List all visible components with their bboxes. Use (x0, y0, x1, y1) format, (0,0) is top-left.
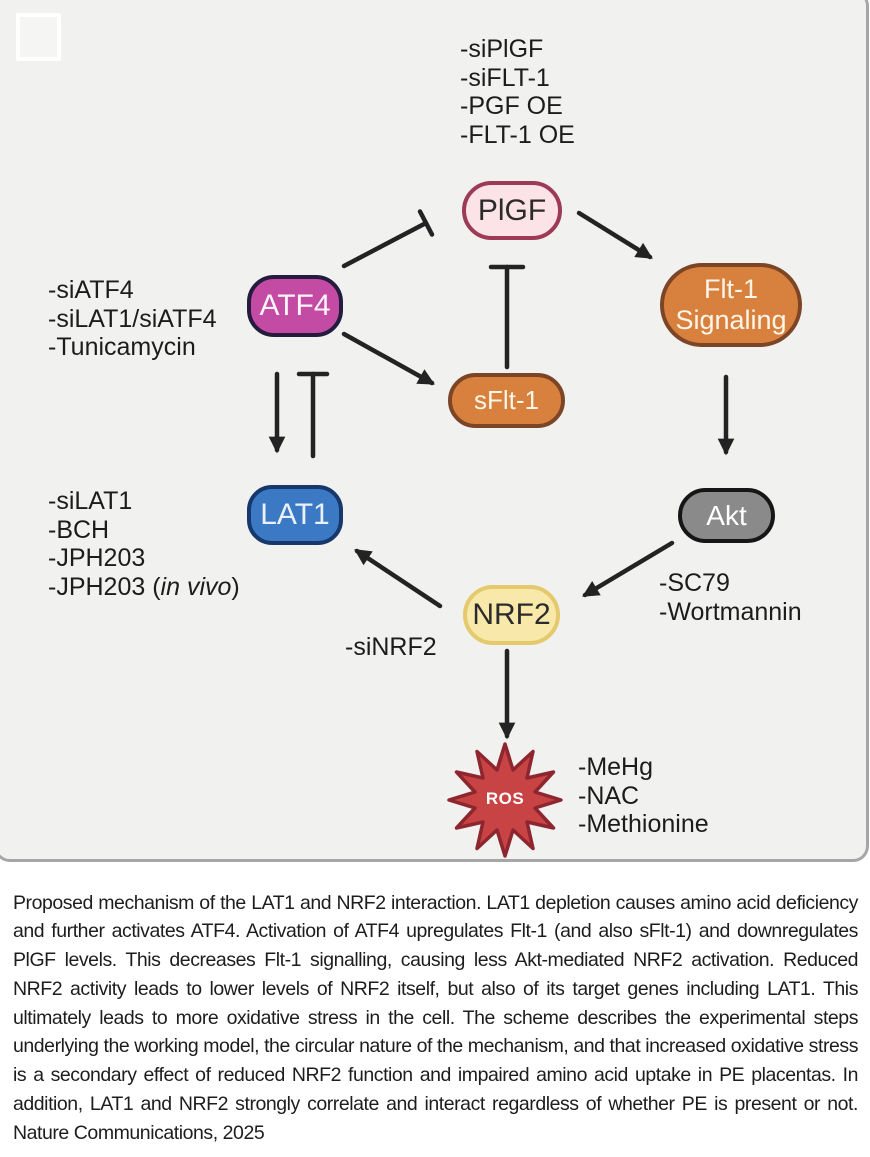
list-item: -JPH203 (48, 544, 146, 572)
node-sflt1: sFlt-1 (448, 373, 565, 428)
list-item: -Methionine (578, 810, 709, 838)
node-lat1-label: LAT1 (260, 498, 330, 531)
node-lat1: LAT1 (247, 485, 343, 545)
list-item: -NAC (578, 781, 640, 810)
node-plgf-label: PlGF (477, 193, 547, 227)
node-flt1-label-line2: Signaling (675, 305, 787, 335)
akt-treatments-list: -SC79 -Wortmannin (659, 569, 802, 626)
arrow-nrf2-lat1 (354, 548, 443, 609)
lat1-treatments-list: -siLAT1 -BCH -JPH203 -JPH203 (in vivo) (48, 487, 240, 601)
ros-starburst (447, 742, 563, 858)
inhibit-bar-atf4-plgf (417, 209, 435, 237)
plgf-treatments-list: -siPlGF -siFLT-1 -PGF OE -FLT-1 OE (460, 35, 575, 149)
list-item: -MeHg (578, 753, 654, 781)
list-item: -Tunicamycin (48, 333, 196, 361)
atf4-treatments-list: -siATF4 -siLAT1/siATF4 -Tunicamycin (48, 276, 217, 362)
node-ros-label: ROS (485, 789, 525, 808)
node-atf4-label: ATF4 (259, 289, 331, 322)
nrf2-treatment-label: -siNRF2 (345, 633, 437, 661)
node-flt1-label-line1: Flt-1 (704, 273, 758, 304)
list-item: -BCH (48, 515, 110, 544)
list-item: -siLAT1 (48, 487, 133, 515)
inhibit-arrow-atf4-plgf (341, 220, 429, 269)
list-item: -JPH203 (in vivo) (48, 572, 240, 601)
node-akt: Akt (678, 488, 775, 543)
figure-caption: Proposed mechanism of the LAT1 and NRF2 … (13, 891, 858, 1144)
list-item: -Wortmannin (659, 597, 802, 626)
list-item: -siLAT1/siATF4 (48, 304, 217, 333)
list-item: -SC79 (659, 569, 730, 597)
list-item: -siPlGF (460, 35, 544, 63)
list-item: -siATF4 (48, 276, 134, 304)
list-item: -siFLT-1 (460, 63, 550, 92)
arrow-atf4-sflt1 (341, 331, 435, 386)
node-flt1-signaling: Flt-1 Signaling (660, 263, 802, 347)
list-item: -FLT-1 OE (460, 120, 575, 149)
logo-placeholder (16, 13, 61, 61)
ros-treatments-list: -MeHg -NAC -Methionine (578, 753, 709, 839)
node-nrf2-label: NRF2 (472, 598, 551, 631)
node-atf4: ATF4 (247, 275, 343, 337)
arrow-akt-nrf2 (582, 540, 675, 598)
list-item: -PGF OE (460, 92, 563, 120)
node-akt-label: Akt (706, 499, 747, 531)
arrow-plgf-flt1signaling (576, 210, 653, 260)
node-plgf: PlGF (462, 181, 562, 240)
node-nrf2: NRF2 (463, 585, 560, 645)
arrows-layer (268, 209, 735, 858)
node-sflt1-label: sFlt-1 (474, 385, 539, 415)
